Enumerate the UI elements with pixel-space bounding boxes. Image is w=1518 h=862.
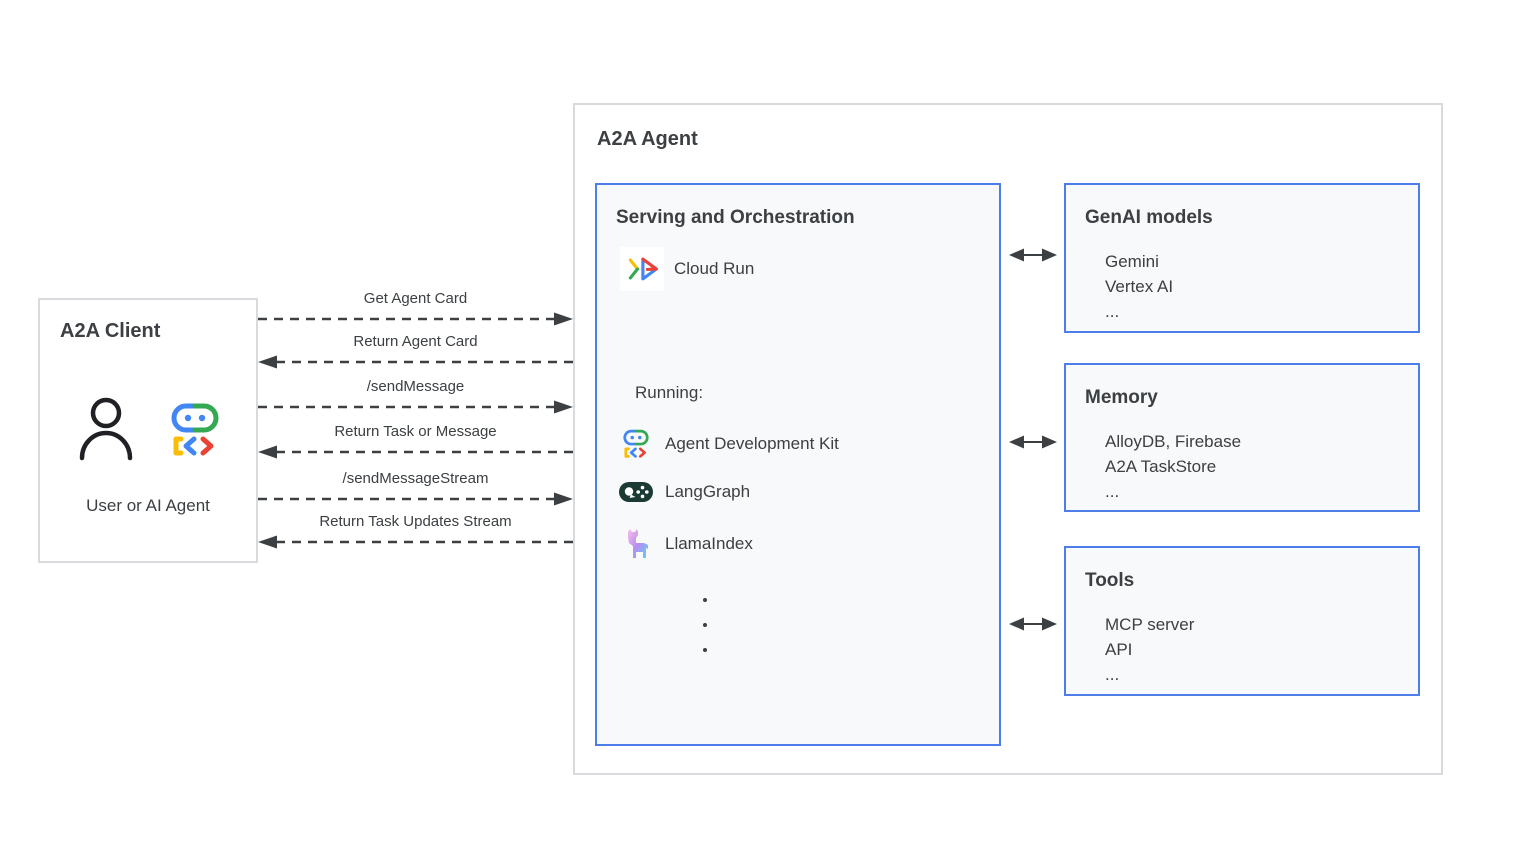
framework-adk-label: Agent Development Kit <box>665 433 839 453</box>
message-return-task-updates-stream: Return Task Updates Stream <box>258 512 573 550</box>
agent-title: A2A Agent <box>597 128 698 150</box>
framework-adk-row: Agent Development Kit <box>619 429 839 458</box>
list-item: Vertex AI <box>1105 277 1174 296</box>
framework-langgraph-row: LangGraph <box>619 482 750 502</box>
memory-items: AlloyDB, Firebase A2A TaskStore ... <box>1105 429 1241 504</box>
tools-box: Tools MCP server API ... <box>1064 546 1420 696</box>
framework-langgraph-label: LangGraph <box>665 482 751 501</box>
user-icon <box>77 396 135 467</box>
dashed-arrow-right-icon <box>258 400 573 414</box>
memory-box: Memory AlloyDB, Firebase A2A TaskStore .… <box>1064 363 1420 512</box>
a2a-agent-box: A2A Agent Serving and Orchestration Clou… <box>573 103 1443 775</box>
dashed-arrow-right-icon <box>258 492 573 506</box>
list-item: AlloyDB, Firebase <box>1105 432 1242 451</box>
message-send-message-stream: /sendMessageStream <box>258 469 573 507</box>
adk-robot-icon <box>171 402 219 461</box>
serving-title: Serving and Orchestration <box>616 207 855 228</box>
message-get-agent-card: Get Agent Card <box>258 289 573 327</box>
framework-llamaindex-row: LlamaIndex <box>619 529 753 559</box>
llamaindex-icon <box>619 529 653 559</box>
a2a-client-box: A2A Client User or AI Agent <box>38 298 258 563</box>
bidirectional-arrow-icon <box>1009 435 1057 449</box>
client-icons-row <box>40 396 256 467</box>
vertical-ellipsis-dot <box>703 648 707 652</box>
dashed-arrow-left-icon <box>258 445 573 459</box>
bidirectional-arrow-icon <box>1009 248 1057 262</box>
vertical-ellipsis-dot <box>703 598 707 602</box>
dashed-arrow-left-icon <box>258 535 573 549</box>
tools-items: MCP server API ... <box>1105 612 1194 687</box>
langgraph-icon <box>619 482 653 502</box>
list-item: API <box>1105 640 1133 659</box>
tools-title: Tools <box>1085 570 1135 591</box>
message-return-task-or-message: Return Task or Message <box>258 422 573 460</box>
genai-items: Gemini Vertex AI ... <box>1105 249 1173 324</box>
list-item: ... <box>1105 302 1120 321</box>
cloud-run-icon <box>620 247 664 291</box>
list-item: ... <box>1105 665 1120 684</box>
list-item: A2A TaskStore <box>1105 457 1217 476</box>
message-return-agent-card: Return Agent Card <box>258 332 573 370</box>
genai-title: GenAI models <box>1085 207 1213 228</box>
cloud-run-label: Cloud Run <box>674 259 755 278</box>
message-send-message: /sendMessage <box>258 377 573 415</box>
dashed-arrow-left-icon <box>258 355 573 369</box>
list-item: ... <box>1105 482 1120 501</box>
list-item: Gemini <box>1105 252 1159 271</box>
cloud-run-row: Cloud Run <box>620 247 754 291</box>
list-item: MCP server <box>1105 615 1195 634</box>
bidirectional-arrow-icon <box>1009 617 1057 631</box>
memory-title: Memory <box>1085 387 1158 408</box>
genai-models-box: GenAI models Gemini Vertex AI ... <box>1064 183 1420 333</box>
vertical-ellipsis-dot <box>703 623 707 627</box>
client-title: A2A Client <box>60 320 161 342</box>
adk-robot-icon <box>619 429 653 458</box>
dashed-arrow-right-icon <box>258 312 573 326</box>
framework-llamaindex-label: LlamaIndex <box>665 534 753 553</box>
serving-orchestration-box: Serving and Orchestration Cloud Run Runn… <box>595 183 1001 746</box>
running-label: Running: <box>635 383 704 402</box>
client-caption: User or AI Agent <box>86 496 210 515</box>
